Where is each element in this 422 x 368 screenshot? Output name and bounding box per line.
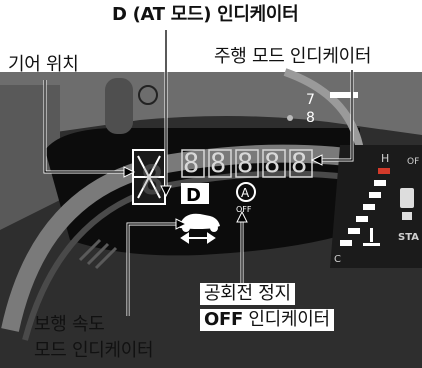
callout-idle-stop-line1: 공회전 정지 bbox=[200, 283, 295, 305]
tach-tick-7: 7 bbox=[306, 92, 315, 108]
tach-dot bbox=[287, 115, 293, 121]
drive-mode-digit: 8 bbox=[210, 148, 226, 179]
gear-segment-display bbox=[132, 149, 166, 205]
drive-mode-digit: 8 bbox=[237, 148, 253, 179]
idle-stop-letter: A bbox=[241, 186, 250, 200]
idle-stop-icon bbox=[236, 182, 256, 202]
drive-mode-digit: 8 bbox=[291, 148, 307, 179]
grille-lines bbox=[78, 238, 118, 270]
coolant-temp-icon bbox=[363, 228, 380, 246]
drive-mode-digit: 8 bbox=[183, 148, 199, 179]
walk-mode-arrow-icon bbox=[180, 232, 216, 244]
drive-mode-segments: 8 8 8 8 8 bbox=[183, 148, 307, 179]
tach-needle bbox=[330, 92, 358, 98]
d-indicator-text: D bbox=[186, 185, 201, 206]
callout-idle-stop-rest: 인디케이터 bbox=[243, 309, 330, 330]
callout-walk-mode-line2: 모드 인디케이터 bbox=[34, 340, 154, 361]
callout-walk-mode-line1: 보행 속도 bbox=[34, 314, 105, 335]
right-gauge-housing bbox=[330, 145, 422, 268]
top-button bbox=[105, 78, 133, 134]
callout-d-mode-prefix: D (AT bbox=[112, 4, 171, 25]
callout-d-mode: D (AT 모드) 인디케이터 bbox=[112, 4, 299, 26]
callout-drive-mode: 주행 모드 인디케이터 bbox=[214, 46, 372, 67]
callout-d-mode-suffix: 모드) 인디케이터 bbox=[170, 4, 299, 25]
d-indicator-box bbox=[181, 183, 209, 204]
drive-mode-digit: 8 bbox=[264, 148, 280, 179]
callout-leaders bbox=[44, 30, 353, 316]
callout-idle-stop-line2: OFF 인디케이터 bbox=[200, 309, 334, 331]
gear-segment-digit: 8 bbox=[140, 158, 164, 204]
fuel-pump-icon bbox=[400, 188, 414, 220]
idle-stop-off-text: OFF bbox=[236, 205, 252, 214]
temp-hot-label: H bbox=[381, 152, 389, 165]
walk-mode-bike-icon bbox=[180, 213, 220, 232]
top-badge-icon bbox=[138, 85, 158, 105]
drive-mode-frames bbox=[181, 149, 313, 178]
fuel-top-label: OF bbox=[407, 157, 419, 167]
callout-idle-stop-off: OFF bbox=[204, 309, 243, 330]
callout-gear-position: 기어 위치 bbox=[8, 54, 79, 75]
tach-tick-8: 8 bbox=[306, 110, 315, 126]
fuel-start-label: STA bbox=[398, 232, 419, 243]
temp-bar-segments bbox=[340, 168, 390, 246]
callout-arrowheads bbox=[123, 154, 323, 230]
temp-cold-label: C bbox=[334, 254, 341, 265]
